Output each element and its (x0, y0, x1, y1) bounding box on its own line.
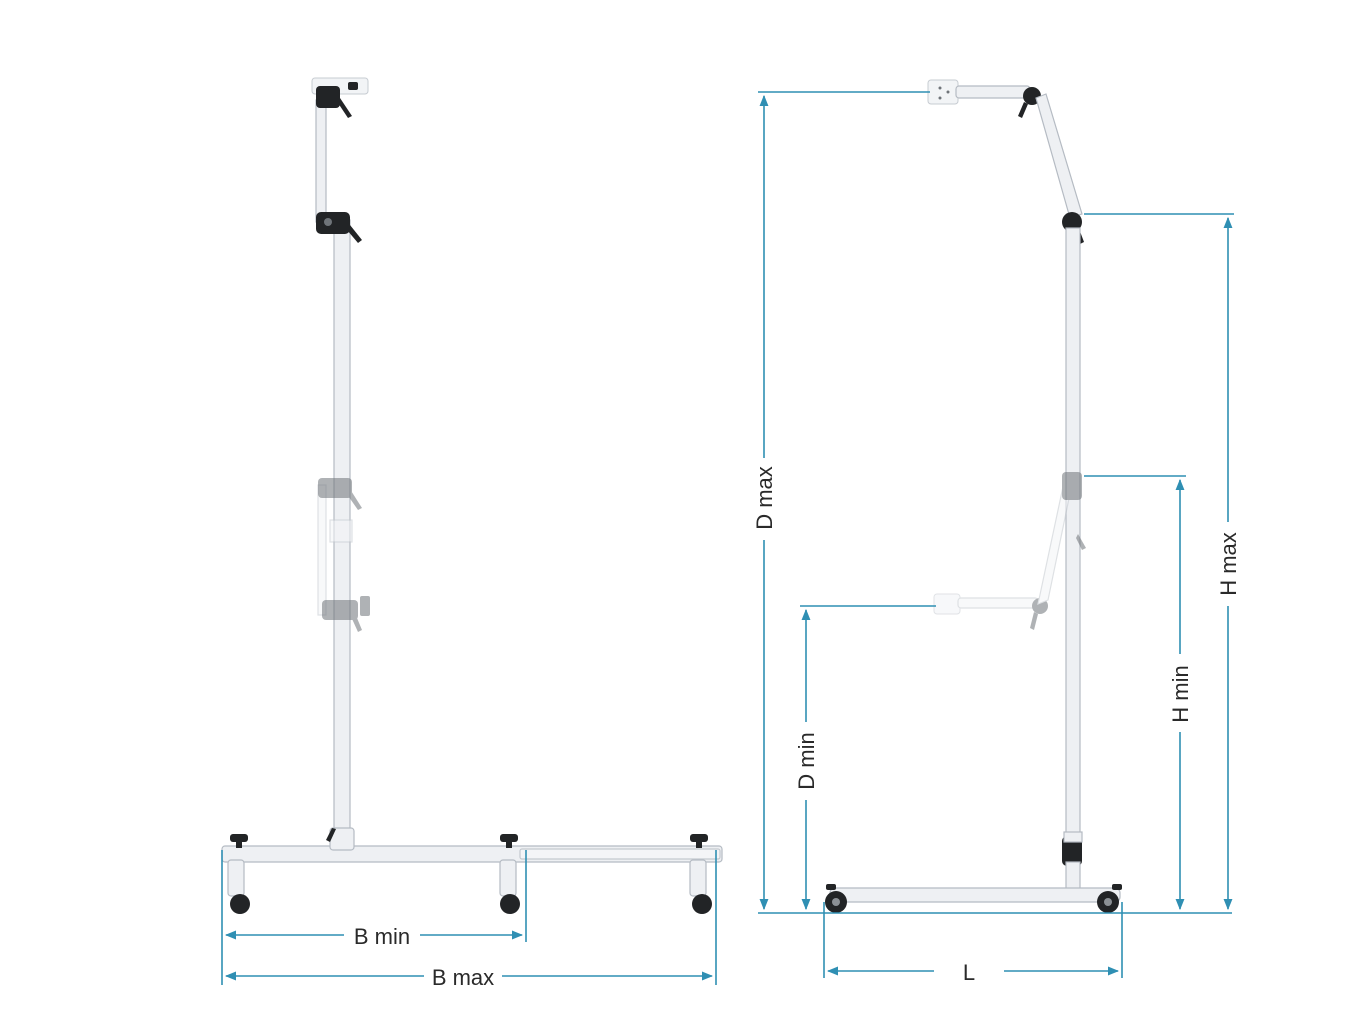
side-view-stand (825, 79, 1122, 913)
caster-left (227, 834, 250, 914)
side-caster-right (1097, 884, 1122, 913)
top-clamp (311, 77, 369, 118)
label-d-max: D max (752, 466, 777, 530)
caster-middle (499, 834, 520, 914)
label-h-min: H min (1168, 665, 1193, 722)
dim-b-min (221, 850, 527, 985)
label-b-min: B min (354, 924, 410, 949)
ghost-low-position (933, 472, 1086, 630)
middle-clamp (316, 212, 362, 243)
ghost-clamps (318, 478, 370, 632)
label-h-max: H max (1216, 532, 1241, 596)
label-b-max: B max (432, 965, 494, 990)
dim-l (823, 902, 1123, 978)
front-view-stand (221, 77, 723, 914)
dim-d-max (758, 91, 930, 911)
dim-h-max (1084, 213, 1234, 911)
dim-d-min (800, 605, 936, 911)
label-l: L (963, 960, 975, 985)
dim-b-max (224, 850, 717, 985)
caster-right (689, 834, 712, 914)
label-d-min: D min (794, 732, 819, 789)
dim-h-min (1084, 475, 1186, 911)
side-caster-left (825, 884, 847, 913)
